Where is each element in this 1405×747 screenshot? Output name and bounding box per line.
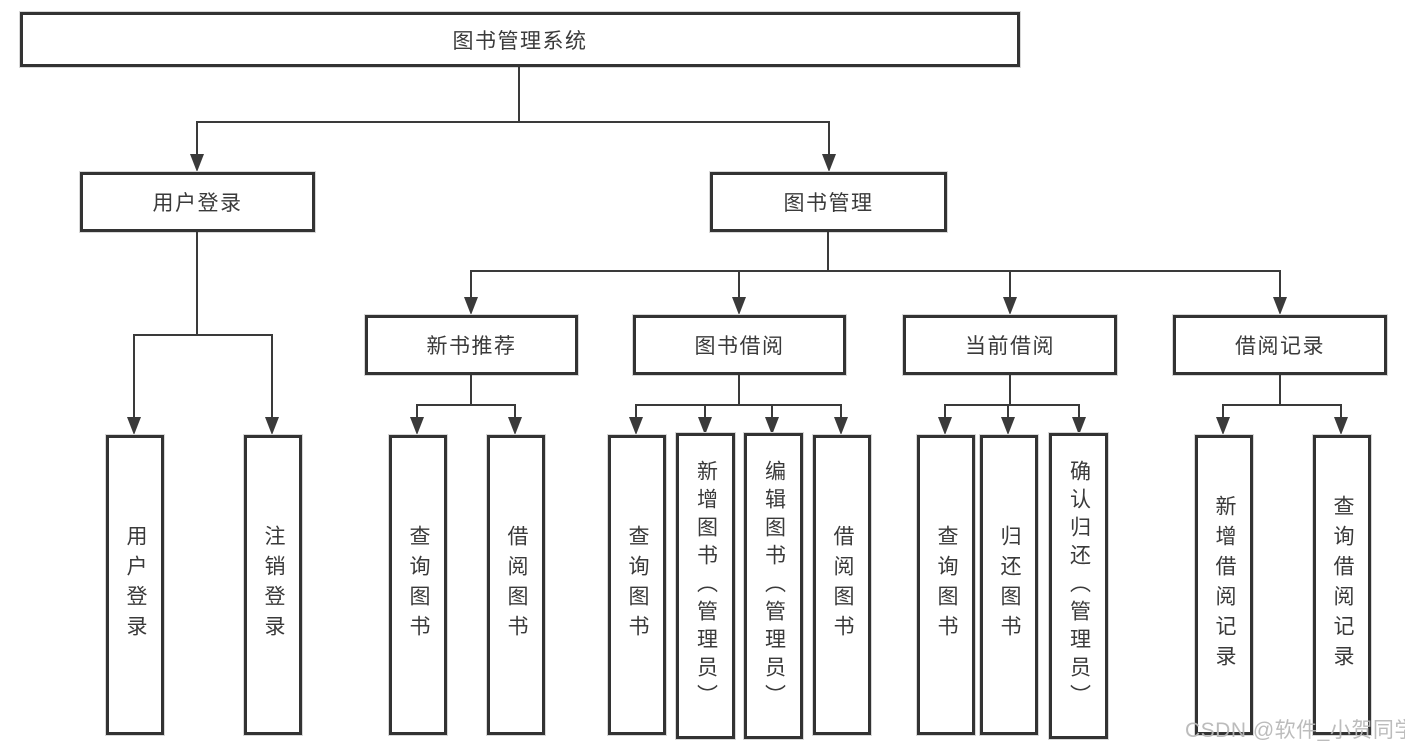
arrow-down-icon bbox=[1001, 417, 1015, 435]
arrow-down-icon bbox=[629, 417, 643, 435]
arrow-down-icon bbox=[698, 417, 712, 435]
connector-drop-new-book bbox=[470, 270, 472, 298]
node-root-label: 图书管理系统 bbox=[452, 29, 588, 53]
connector-bookmgmt-bus bbox=[470, 270, 1281, 272]
connector-drop bbox=[416, 404, 418, 418]
node-book-management: 图书管理 bbox=[710, 172, 947, 232]
leaf-query-books-borrow: 查询图书 bbox=[608, 435, 666, 735]
connector-drop bbox=[704, 404, 706, 418]
arrow-down-icon bbox=[732, 297, 746, 315]
connector-drop bbox=[840, 404, 842, 418]
leaf-label: 编辑图书（管理员） bbox=[762, 460, 786, 712]
connector-drop bbox=[771, 404, 773, 418]
arrow-down-icon bbox=[127, 417, 141, 435]
connector-drop-current-borrow bbox=[1009, 270, 1011, 298]
leaf-label: 新增图书（管理员） bbox=[694, 460, 718, 712]
connector-drop bbox=[1222, 404, 1224, 418]
leaf-label: 借阅图书 bbox=[831, 525, 854, 645]
node-book-borrow-label: 图书借阅 bbox=[694, 335, 785, 358]
node-borrow-records: 借阅记录 bbox=[1173, 315, 1387, 375]
leaf-label: 确认归还（管理员） bbox=[1067, 460, 1091, 712]
node-new-book-recommend-label: 新书推荐 bbox=[426, 335, 517, 358]
connector-bookborrow-bus bbox=[635, 404, 842, 406]
leaf-return-books: 归还图书 bbox=[980, 435, 1038, 735]
arrow-down-icon bbox=[1273, 297, 1287, 315]
arrow-down-icon bbox=[265, 417, 279, 435]
node-book-management-label: 图书管理 bbox=[783, 192, 874, 215]
connector-drop bbox=[1078, 404, 1080, 418]
node-root: 图书管理系统 bbox=[20, 12, 1020, 67]
arrow-down-icon bbox=[190, 154, 204, 172]
leaf-label: 查询图书 bbox=[626, 525, 649, 645]
leaf-user-login: 用户登录 bbox=[106, 435, 164, 735]
leaf-label: 新增借阅记录 bbox=[1213, 495, 1236, 675]
connector-bookmgmt-stem bbox=[827, 232, 829, 272]
leaf-query-borrow-record: 查询借阅记录 bbox=[1313, 435, 1371, 735]
node-new-book-recommend: 新书推荐 bbox=[365, 315, 578, 375]
node-borrow-records-label: 借阅记录 bbox=[1235, 335, 1325, 358]
connector-currentborrow-stem bbox=[1009, 375, 1011, 406]
leaf-edit-books-admin: 编辑图书（管理员） bbox=[744, 433, 803, 739]
arrow-down-icon bbox=[508, 417, 522, 435]
connector-userlogin-bus bbox=[133, 334, 273, 336]
connector-drop bbox=[1007, 404, 1009, 418]
arrow-down-icon bbox=[410, 417, 424, 435]
connector-drop-user-login bbox=[196, 121, 198, 156]
leaf-label: 查询图书 bbox=[407, 525, 430, 645]
leaf-borrow-books-recommend: 借阅图书 bbox=[487, 435, 545, 735]
leaf-label: 归还图书 bbox=[998, 525, 1021, 645]
node-book-borrow: 图书借阅 bbox=[633, 315, 846, 375]
node-current-borrow-label: 当前借阅 bbox=[965, 335, 1055, 358]
leaf-query-books-current: 查询图书 bbox=[917, 435, 975, 735]
connector-bookborrow-stem bbox=[738, 375, 740, 406]
connector-newbook-stem bbox=[470, 375, 472, 406]
connector-drop bbox=[1340, 404, 1342, 418]
arrow-down-icon bbox=[822, 154, 836, 172]
leaf-label: 借阅图书 bbox=[505, 525, 528, 645]
leaf-add-books-admin: 新增图书（管理员） bbox=[676, 433, 735, 739]
leaf-add-borrow-record: 新增借阅记录 bbox=[1195, 435, 1253, 735]
arrow-down-icon bbox=[1334, 417, 1348, 435]
arrow-down-icon bbox=[1216, 417, 1230, 435]
arrow-down-icon bbox=[1072, 417, 1086, 435]
connector-drop-leaf-login bbox=[133, 334, 135, 418]
leaf-logout-label: 注销登录 bbox=[262, 525, 285, 645]
connector-drop bbox=[514, 404, 516, 418]
connector-drop-book-mgmt bbox=[828, 121, 830, 156]
connector-drop-book-borrow bbox=[738, 270, 740, 298]
connector-root-stem bbox=[518, 67, 520, 123]
connector-drop bbox=[944, 404, 946, 418]
leaf-label: 查询图书 bbox=[935, 525, 958, 645]
arrow-down-icon bbox=[464, 297, 478, 315]
node-current-borrow: 当前借阅 bbox=[903, 315, 1117, 375]
connector-newbook-bus bbox=[416, 404, 516, 406]
connector-drop-leaf-logout bbox=[271, 334, 273, 418]
connector-drop bbox=[635, 404, 637, 418]
node-user-login-label: 用户登录 bbox=[152, 192, 243, 215]
connector-drop-borrow-records bbox=[1279, 270, 1281, 298]
arrow-down-icon bbox=[765, 417, 779, 435]
arrow-down-icon bbox=[938, 417, 952, 435]
leaf-query-books-recommend: 查询图书 bbox=[389, 435, 447, 735]
arrow-down-icon bbox=[834, 417, 848, 435]
leaf-label: 查询借阅记录 bbox=[1331, 495, 1354, 675]
connector-root-bus bbox=[196, 121, 830, 123]
connector-currentborrow-bus bbox=[944, 404, 1079, 406]
leaf-borrow-books: 借阅图书 bbox=[813, 435, 871, 735]
connector-records-bus bbox=[1222, 404, 1342, 406]
connector-userlogin-stem bbox=[196, 232, 198, 336]
arrow-down-icon bbox=[1003, 297, 1017, 315]
connector-records-stem bbox=[1279, 375, 1281, 406]
leaf-user-login-label: 用户登录 bbox=[124, 525, 147, 645]
leaf-logout: 注销登录 bbox=[244, 435, 302, 735]
csdn-watermark: CSDN @软件_小贺同学 bbox=[1185, 719, 1405, 742]
node-user-login: 用户登录 bbox=[80, 172, 315, 232]
leaf-confirm-return-admin: 确认归还（管理员） bbox=[1049, 433, 1108, 739]
